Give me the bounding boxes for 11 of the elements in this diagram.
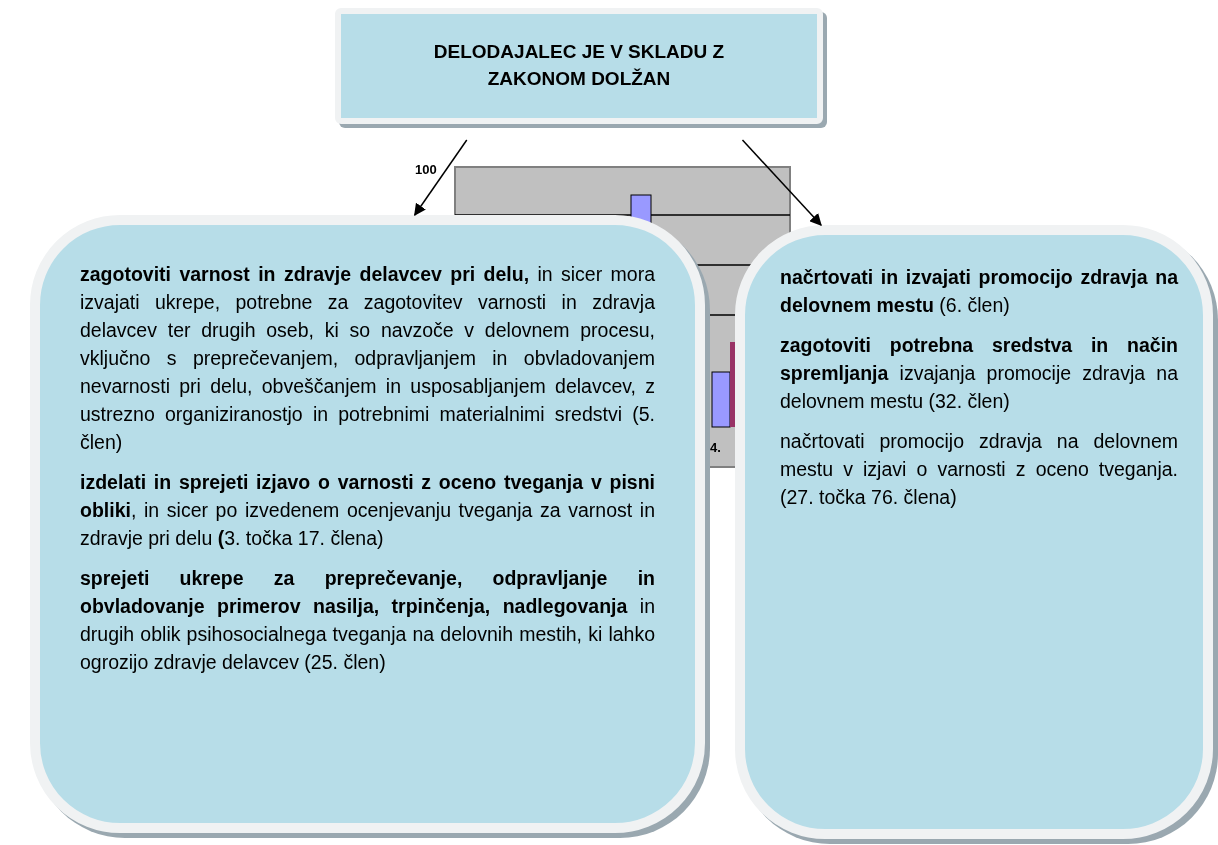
arrow	[741, 139, 822, 226]
paragraph: izdelati in sprejeti izjavo o varnosti z oceno tveganja v pisni obliki, in sicer po izvedenem ocenjevanju tveganja za varnost in zdravje pri delu (3. točka 17. člena)	[80, 470, 655, 551]
title-text: DELODAJALEC JE V SKLADU Z ZAKONOM DOLŽAN	[432, 40, 726, 91]
arrow	[414, 139, 468, 216]
paragraph: zagotoviti varnost in zdravje delavcev pri delu, in sicer mora izvajati ukrepe, potrebne za zagotovitev varnosti in zdravja delavcev ter drugih oseb, ki so navzoče v delovnem procesu, vključno s preprečevanjem, odpravljanjem in obvladovanjem nevarnosti pri delu, obveščanjem in usposabljanjem delavcev, z ustrezno organiziranostjo in potrebnimi materialnimi sredstvi (5. člen)	[80, 262, 655, 455]
paragraph: sprejeti ukrepe za preprečevanje, odpravljanje in obvladovanje primerov nasilja, trpinčenja, nadlegovanja in drugih oblik psihosocialnega tveganja na delovnih mestih, ki lahko ogrozijo zdravje delavcev (25. člen)	[80, 566, 655, 675]
paragraph: zagotoviti potrebna sredstva in način spremljanja izvajanja promocije zdravja na delovnem mestu (32. člen)	[780, 333, 1178, 414]
paragraph: načrtovati promocijo zdravja na delovnem mestu v izjavi o varnosti z oceno tveganja.(27. točka 76. člena)	[780, 429, 1178, 510]
axis-label: 4.	[710, 439, 721, 457]
paragraph: načrtovati in izvajati promocijo zdravja na delovnem mestu (6. člen)	[780, 265, 1178, 318]
axis-label: 100	[415, 161, 437, 179]
